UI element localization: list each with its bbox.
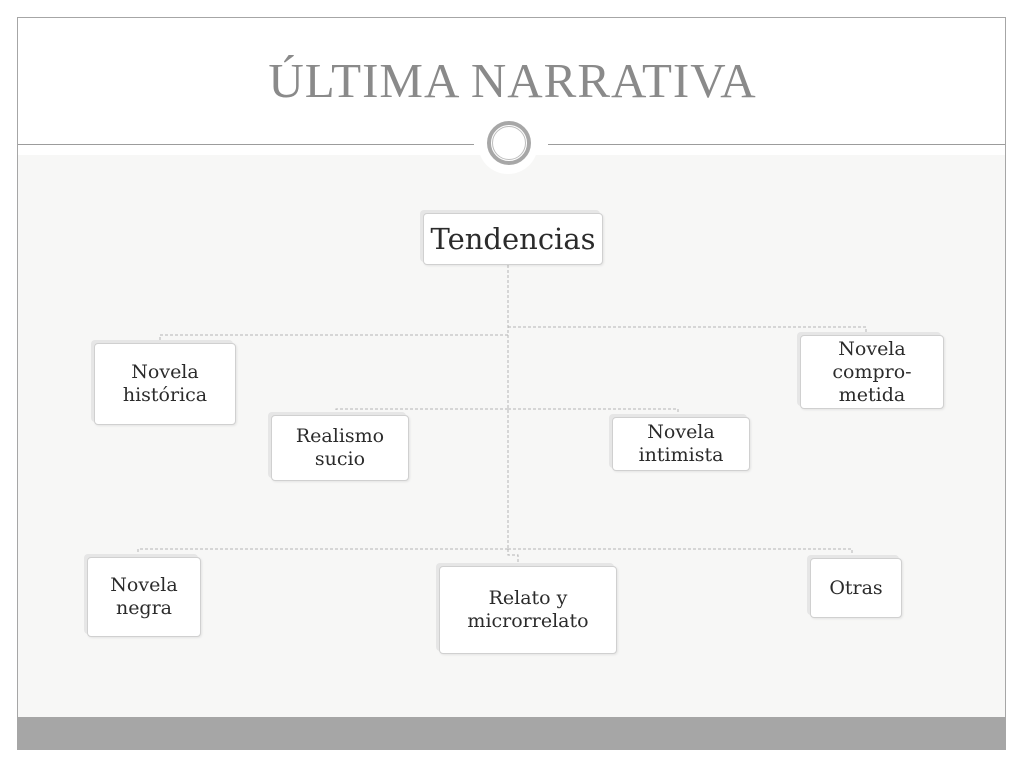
- node-label-line: Realismo: [295, 425, 385, 447]
- node-label-line: Novela: [838, 337, 906, 360]
- node-novela-comprometida: Novela compro- metida: [800, 335, 944, 409]
- node-realismo-sucio: Realismo sucio: [271, 415, 409, 481]
- node-relato-microrrelato: Relato y microrrelato: [439, 566, 617, 654]
- node-label-line: negra: [115, 597, 173, 619]
- node-label-line: intimista: [638, 444, 724, 466]
- connector-negra: [137, 548, 508, 557]
- node-novela-negra: Novela negra: [87, 557, 201, 637]
- node-novela-historica: Novela histórica: [94, 343, 236, 425]
- node-otras: Otras: [810, 558, 902, 618]
- node-label-line: Novela: [647, 421, 715, 443]
- connector-realismo: [335, 408, 508, 415]
- node-label-line: sucio: [314, 448, 366, 470]
- footer-band: [18, 717, 1005, 749]
- connector-comprometida: [508, 326, 867, 335]
- connector-relato: [507, 549, 519, 566]
- title-divider-left: [18, 144, 474, 145]
- node-label-line: Otras: [829, 576, 883, 599]
- node-label: Tendencias: [430, 222, 596, 256]
- circle-ornament-inner-ring: [492, 126, 526, 160]
- connector-historica: [159, 334, 508, 343]
- hierarchy-connectors: [137, 265, 867, 566]
- node-label-line: histórica: [122, 384, 208, 406]
- node-tendencias: Tendencias: [423, 213, 603, 265]
- connector-otras: [508, 548, 853, 558]
- slide-title: ÚLTIMA NARRATIVA: [268, 53, 757, 108]
- node-label-line: compro-: [832, 360, 912, 383]
- node-label-line: Novela: [110, 574, 178, 596]
- slide: ÚLTIMA NARRATIVA Tendencias Novela histó…: [17, 17, 1006, 750]
- node-label-line: Relato y: [488, 587, 568, 609]
- node-label-line: Novela: [131, 361, 199, 383]
- node-label-line: metida: [838, 383, 906, 406]
- node-label-line: microrrelato: [467, 610, 589, 632]
- connector-intimista: [508, 408, 679, 417]
- node-novela-intimista: Novela intimista: [612, 417, 750, 471]
- title-divider-right: [548, 144, 1005, 145]
